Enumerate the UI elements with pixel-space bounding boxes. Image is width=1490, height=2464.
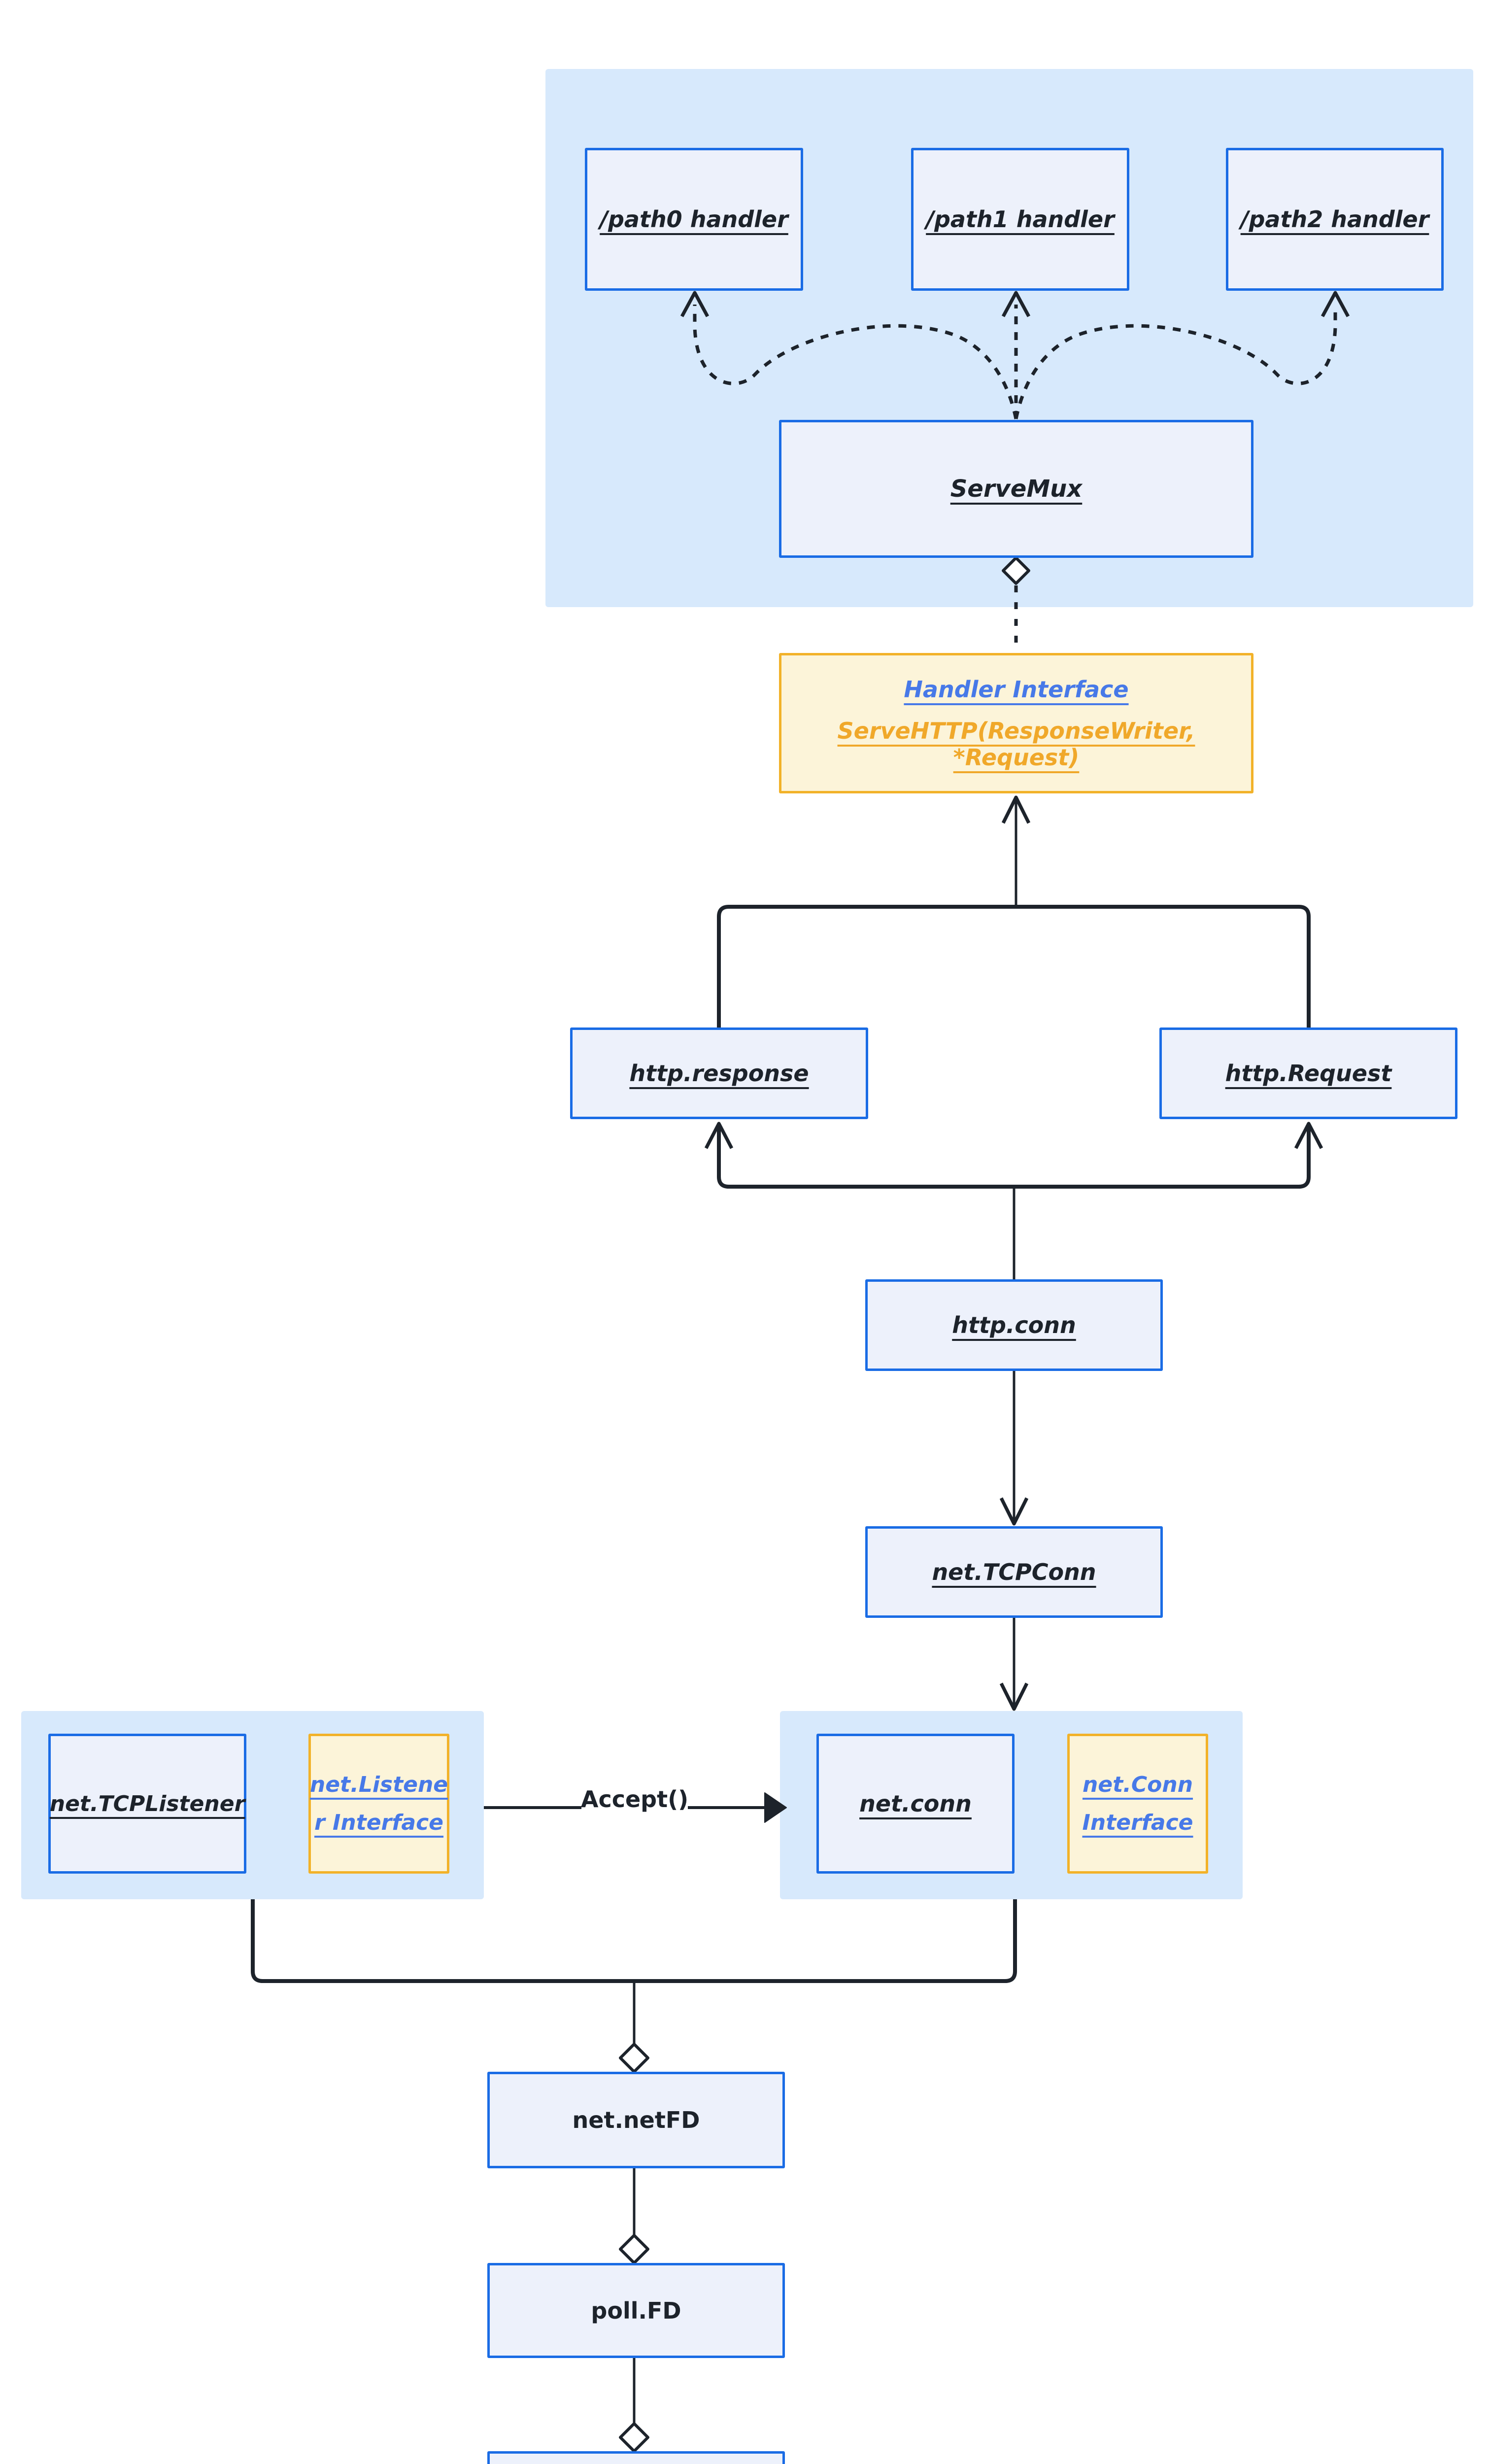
node-net-conn-interface-line1: net.Conn: [1082, 1772, 1193, 1797]
dashed-edge-servemux-path2: [1014, 305, 1337, 419]
arrowhead-path1: [1001, 291, 1031, 317]
node-path1-handler-label: /path1 handler: [926, 206, 1115, 233]
node-handler-interface: Handler Interface ServeHTTP(ResponseWrit…: [779, 653, 1253, 793]
node-path0-handler: /path0 handler: [585, 148, 803, 291]
node-http-request-label: http.Request: [1225, 1060, 1392, 1087]
node-net-netfd-label: net.netFD: [572, 2107, 700, 2133]
node-net-tcplistener-label: net.TCPListener: [49, 1791, 245, 1816]
arrowhead-path0: [680, 291, 710, 317]
bracket-groups-netfd: [251, 1899, 1017, 1983]
node-net-listener-interface-line2: r Interface: [314, 1810, 444, 1835]
aggregation-diamond-pollfd: [619, 2234, 649, 2264]
arrowhead-path2: [1321, 291, 1350, 317]
arrowhead-handleriface: [1001, 795, 1031, 824]
node-path0-handler-label: /path0 handler: [600, 206, 788, 233]
node-net-conn-interface-line2: Interface: [1082, 1810, 1193, 1835]
node-net-listener-interface-line1: net.Listene: [309, 1772, 448, 1797]
node-http-response: http.response: [570, 1027, 868, 1119]
node-poll-polldesc: poll.pollDesc: [487, 2451, 785, 2464]
aggregation-diamond-servemux: [1002, 556, 1030, 585]
node-path2-handler-label: /path2 handler: [1240, 206, 1429, 233]
arrowhead-request: [1294, 1122, 1323, 1149]
arrowhead-response: [704, 1122, 734, 1149]
node-net-tcpconn: net.TCPConn: [865, 1526, 1163, 1618]
node-poll-fd: poll.FD: [487, 2263, 785, 2358]
node-servemux: ServeMux: [779, 420, 1253, 558]
dashed-edge-servemux-path0: [693, 305, 1018, 419]
bracket-response-request-top: [717, 905, 1311, 1027]
aggregation-diamond-netfd: [619, 2043, 649, 2073]
node-net-tcplistener: net.TCPListener: [48, 1734, 246, 1874]
node-handler-interface-title: Handler Interface: [904, 676, 1129, 703]
node-http-conn-label: http.conn: [952, 1312, 1076, 1338]
node-net-netfd: net.netFD: [487, 2072, 785, 2168]
arrowhead-conngroup: [999, 1682, 1029, 1711]
node-http-request: http.Request: [1159, 1027, 1457, 1119]
node-handler-interface-method: ServeHTTP(ResponseWriter, *Request): [837, 717, 1195, 771]
node-net-conn-label: net.conn: [859, 1790, 972, 1817]
node-path1-handler: /path1 handler: [911, 148, 1129, 291]
node-http-conn: http.conn: [865, 1279, 1163, 1371]
node-net-listener-interface: net.Listene r Interface: [308, 1734, 449, 1874]
node-net-tcpconn-label: net.TCPConn: [932, 1559, 1096, 1585]
bracket-conn-to-response-request: [717, 1126, 1311, 1189]
node-net-conn: net.conn: [816, 1734, 1015, 1874]
accept-edge-label: Accept(): [580, 1786, 689, 1813]
arrowhead-accept: [764, 1792, 787, 1823]
node-servemux-label: ServeMux: [950, 475, 1083, 503]
node-http-response-label: http.response: [629, 1060, 809, 1087]
node-poll-fd-label: poll.FD: [591, 2297, 681, 2324]
arrowhead-tcpconn: [999, 1497, 1029, 1526]
aggregation-diamond-polldesc: [619, 2422, 649, 2453]
node-path2-handler: /path2 handler: [1226, 148, 1444, 291]
node-net-conn-interface: net.Conn Interface: [1067, 1734, 1208, 1874]
